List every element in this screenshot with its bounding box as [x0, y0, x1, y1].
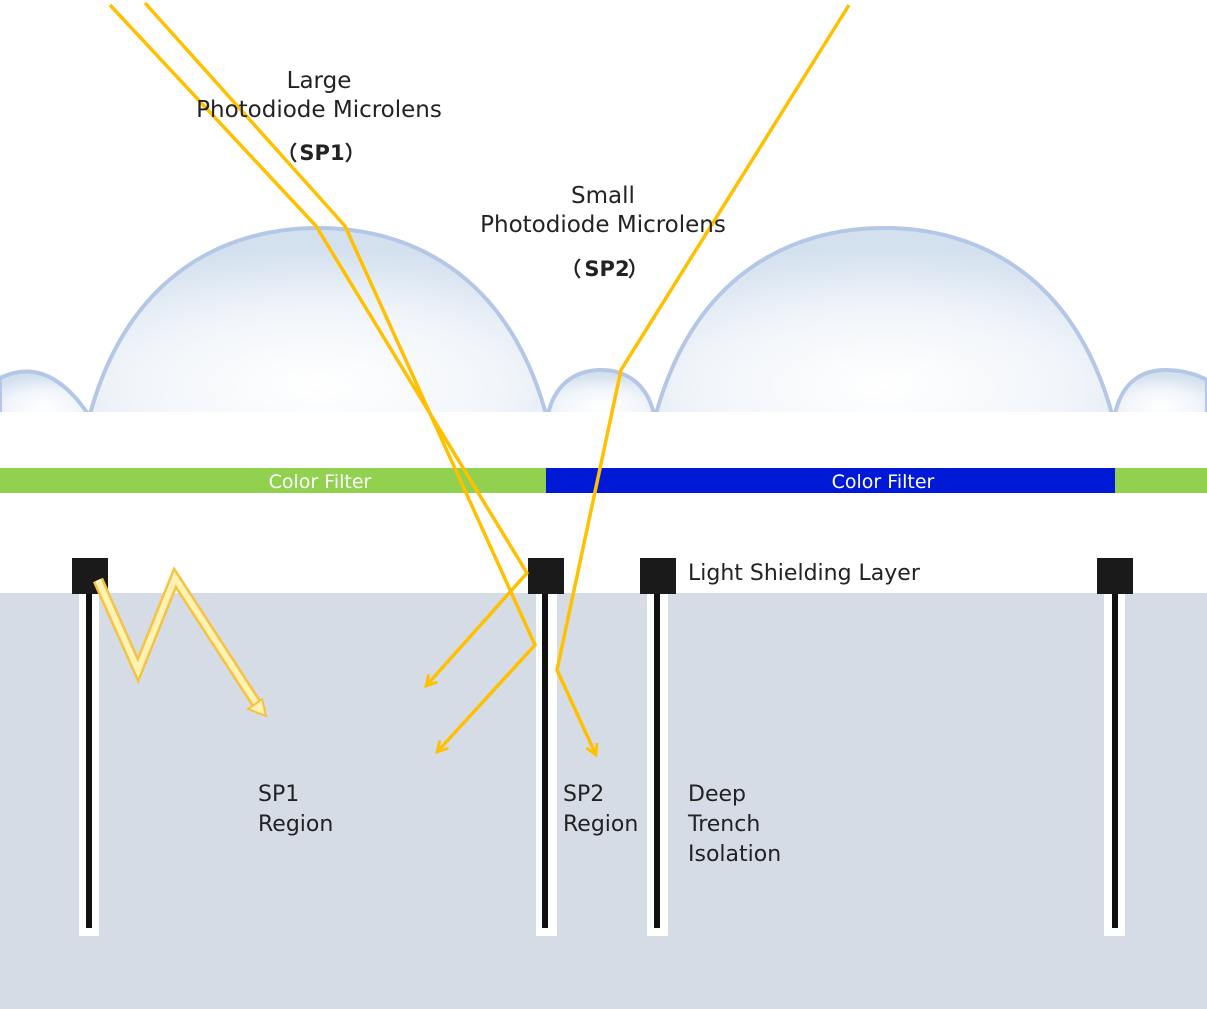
small-microlens-sp2 [545, 367, 657, 416]
large-microlens-sp1 [87, 225, 549, 416]
dti-label-line2: Trench [687, 812, 760, 837]
trench-4 [1112, 594, 1118, 928]
sp2-region-label-line1: SP2 [563, 782, 604, 807]
microlens-array [0, 225, 1207, 420]
small-microlens-right-edge [1112, 367, 1207, 416]
blue-filter-label: Color Filter [832, 471, 935, 493]
shield-block-3 [640, 558, 676, 594]
small-lens-subtitle: Photodiode Microlens [480, 212, 726, 238]
small-lens-paren-open: （ [561, 257, 581, 281]
sp2-region-label-line2: Region [563, 812, 638, 837]
shield-block-4 [1097, 558, 1133, 594]
light-ray-sp2 [555, 4, 851, 755]
dti-label-line3: Isolation [688, 842, 781, 867]
color-filter-layer: Color Filter Color Filter [0, 468, 1207, 493]
small-microlens-left-edge [0, 369, 92, 416]
light-ray-sp1-a [108, 3, 529, 686]
trench-2 [542, 594, 548, 928]
large-lens-code: SP1 [299, 141, 344, 165]
light-ray-sp1-b [143, 1, 537, 752]
small-lens-title: Small [571, 183, 635, 209]
small-lens-paren-close: ） [628, 257, 648, 281]
light-shielding-label: Light Shielding Layer [688, 561, 921, 586]
large-lens-subtitle: Photodiode Microlens [196, 97, 442, 123]
green-color-filter-right [1115, 468, 1207, 493]
large-microlens-right [653, 225, 1115, 416]
blue-color-filter [546, 468, 1115, 493]
green-filter-label: Color Filter [269, 471, 372, 493]
dti-label-line1: Deep [688, 782, 746, 807]
light-shielding-layer [72, 558, 1133, 594]
large-lens-paren-close: ） [345, 141, 365, 165]
trench-1 [86, 594, 92, 928]
reflection-arrow [92, 566, 268, 718]
sp1-region-label-line1: SP1 [258, 782, 299, 807]
large-lens-title: Large [287, 68, 352, 94]
sp1-region-label-line2: Region [258, 812, 333, 837]
shield-block-2 [528, 558, 564, 594]
deep-trench-isolation [79, 594, 1125, 936]
large-lens-paren-open: （ [277, 141, 297, 165]
small-lens-code: SP2 [584, 257, 629, 281]
trench-3 [654, 594, 660, 928]
diagram-labels: Large Photodiode Microlens （ SP1 ） Small… [196, 68, 921, 867]
light-rays [108, 1, 851, 755]
silicon-substrate [0, 593, 1207, 1009]
